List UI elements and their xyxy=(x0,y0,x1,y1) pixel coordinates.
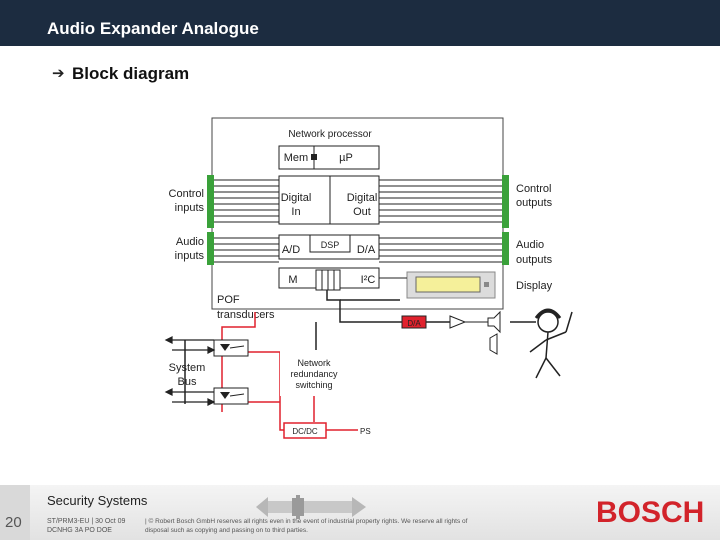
audio-outputs-connector xyxy=(502,232,509,265)
control-inputs-line2: inputs xyxy=(175,202,205,214)
i2c-label: I²C xyxy=(361,274,376,286)
system-bus-line2: Bus xyxy=(178,376,197,388)
amplifier-icon xyxy=(449,315,467,329)
ps-label: PS xyxy=(360,427,371,436)
pof-line1: POF xyxy=(217,294,240,306)
display-screen xyxy=(415,276,481,293)
block-diagram: Network processor Mem µP Digital In Digi… xyxy=(164,117,573,439)
speaker-small-icon xyxy=(489,333,498,355)
listener-figure-icon xyxy=(510,308,573,379)
header-bar: Audio Expander Analogue xyxy=(0,0,720,46)
control-outputs-line2: outputs xyxy=(516,197,553,209)
bullet-arrow-icon: ➔ xyxy=(52,65,65,82)
mem-up-box xyxy=(278,145,380,170)
footer-meta-line2: DCNHG 3A PO DOE xyxy=(47,527,112,534)
pof-line2: transducers xyxy=(217,309,275,321)
footer-section: Security Systems xyxy=(47,493,148,508)
control-outputs-line1: Control xyxy=(516,183,551,195)
control-inputs-connector xyxy=(207,175,214,228)
digital-in-line1: Digital xyxy=(281,192,312,204)
digital-out-line2: Out xyxy=(353,206,371,218)
up-label: µP xyxy=(339,152,353,164)
footer-copyright: | © Robert Bosch GmbH reserves all right… xyxy=(145,517,505,535)
page-number: 20 xyxy=(5,514,22,531)
audio-inputs-line1: Audio xyxy=(176,236,204,248)
network-processor-label: Network processor xyxy=(288,129,372,140)
digital-out-line1: Digital xyxy=(347,192,378,204)
dsp-label: DSP xyxy=(321,240,340,250)
network-redundancy-box xyxy=(280,350,348,396)
control-outputs-connector xyxy=(502,175,509,228)
audio-inputs-line2: inputs xyxy=(175,250,205,262)
audio-outputs-line1: Audio xyxy=(516,239,544,251)
display-label: Display xyxy=(516,280,553,292)
da-label: D/A xyxy=(357,244,376,256)
page-title: Audio Expander Analogue xyxy=(47,19,259,38)
speaker-icon xyxy=(487,310,501,334)
network-redundancy-line3: switching xyxy=(295,380,332,390)
footer-bar xyxy=(0,485,720,540)
bosch-logo: BOSCH xyxy=(596,496,705,529)
m-label: M xyxy=(288,274,297,286)
control-inputs-line1: Control xyxy=(169,188,204,200)
dsp-box xyxy=(309,234,351,253)
da-small-box xyxy=(401,315,427,329)
network-redundancy-line1: Network xyxy=(297,358,331,368)
dcdc-label: DC/DC xyxy=(292,427,318,436)
audio-inputs-connector xyxy=(207,232,214,265)
section-heading: Block diagram xyxy=(72,64,190,83)
footer-left-strip xyxy=(0,485,30,540)
digital-io-box xyxy=(278,175,380,225)
digital-in-line2: In xyxy=(291,206,300,218)
network-redundancy-line2: redundancy xyxy=(290,369,338,379)
ad-label: A/D xyxy=(282,244,300,256)
footer-meta: ST/PRM3-EU | 30 Oct 09 DCNHG 3A PO DOE xyxy=(47,517,125,535)
dcdc-box xyxy=(283,422,327,439)
audio-outputs-line2: outputs xyxy=(516,254,553,266)
system-bus-line1: System xyxy=(169,362,206,374)
footer-meta-line1: ST/PRM3-EU | 30 Oct 09 xyxy=(47,518,126,525)
pof-transducer-lower-icon xyxy=(213,387,249,405)
footer-navigation-icon xyxy=(256,495,366,519)
pof-transducer-upper-icon xyxy=(213,339,249,357)
footer-copyright-line1: | © Robert Bosch GmbH reserves all right… xyxy=(145,518,468,525)
mem-label: Mem xyxy=(284,152,308,164)
footer-copyright-line2: disposal such as copying and passing on … xyxy=(145,527,308,534)
da-small-label: D/A xyxy=(407,319,421,328)
